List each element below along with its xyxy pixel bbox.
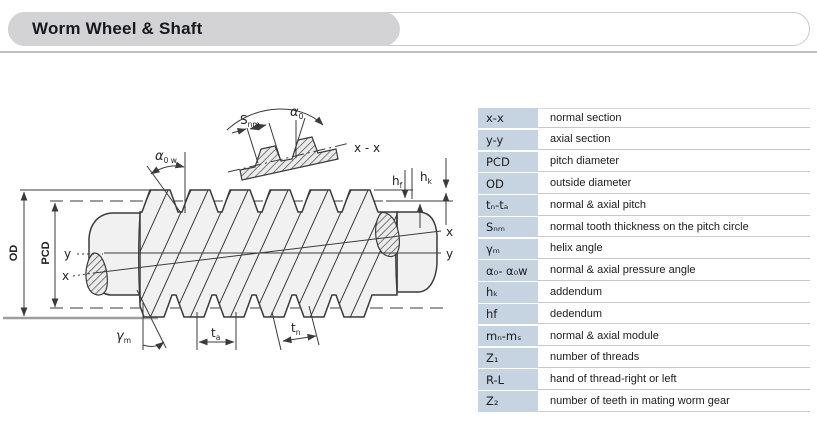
description-cell: addendum <box>538 282 810 303</box>
label-x-left: x <box>62 269 69 283</box>
table-row: Sₙₘ normal tooth thickness on the pitch … <box>478 216 810 238</box>
description-cell: helix angle <box>538 238 810 260</box>
table-row: tₙ-tₐ normal & axial pitch <box>478 195 810 216</box>
label-x-right: x <box>446 225 453 239</box>
worm-shaft-diagram: y x x y OD PCD α0 w x - x Snm <box>3 105 453 351</box>
shaft-right <box>396 211 438 293</box>
description-cell: outside diameter <box>538 173 810 194</box>
label-y-left: y <box>64 247 71 261</box>
description-cell: axial section <box>538 129 810 151</box>
symbol-cell: α₀- α₀w <box>478 260 538 281</box>
label-od: OD <box>8 245 20 262</box>
table-row: mₙ-mₛ normal & axial module <box>478 325 810 347</box>
symbol-cell: hₖ <box>478 282 538 303</box>
x-left-leader <box>72 272 95 277</box>
alpha0w-detail: α0 w <box>146 149 186 214</box>
table-row: α₀- α₀w normal & axial pressure angle <box>478 260 810 281</box>
table-row: x-x normal section <box>478 108 810 129</box>
table-row: γₘ helix angle <box>478 238 810 260</box>
description-cell: pitch diameter <box>538 151 810 172</box>
label-alpha0: α0 <box>290 105 304 121</box>
table-row: R-L hand of thread-right or left <box>478 369 810 390</box>
description-cell: normal & axial pressure angle <box>538 260 810 281</box>
description-cell: normal & axial pitch <box>538 195 810 216</box>
label-snm: Snm <box>240 113 260 129</box>
table-row: Z₂ number of teeth in mating worm gear <box>478 391 810 412</box>
symbol-cell: γₘ <box>478 238 538 260</box>
helix-angle-detail: γm <box>116 289 167 350</box>
header-divider <box>0 51 817 53</box>
symbol-cell: hf <box>478 304 538 325</box>
table-row: Z₁ number of threads <box>478 347 810 368</box>
symbol-cell: mₙ-mₛ <box>478 325 538 347</box>
table-row: PCD pitch diameter <box>478 151 810 172</box>
description-cell: number of teeth in mating worm gear <box>538 391 810 412</box>
label-xx-section: x - x <box>354 141 380 155</box>
label-y-right: y <box>446 247 453 261</box>
label-gamma-m: γm <box>116 329 131 345</box>
xx-section-line <box>93 230 442 274</box>
symbol-cell: x-x <box>478 108 538 129</box>
label-hk: hk <box>420 170 433 186</box>
table-row: OD outside diameter <box>478 173 810 194</box>
symbol-cell: Z₁ <box>478 347 538 368</box>
symbol-cell: tₙ-tₐ <box>478 195 538 216</box>
description-cell: normal & axial module <box>538 325 810 347</box>
symbol-cell: PCD <box>478 151 538 172</box>
label-alpha0w: α0 w <box>155 149 177 165</box>
label-ta: ta <box>211 326 220 342</box>
label-pcd: PCD <box>40 241 52 264</box>
normal-pitch-detail: tn <box>271 305 320 351</box>
label-hf: hf <box>392 174 403 190</box>
symbol-cell: Z₂ <box>478 391 538 412</box>
description-cell: normal tooth thickness on the pitch circ… <box>538 216 810 238</box>
table-row: hₖ addendum <box>478 282 810 303</box>
symbol-cell: y-y <box>478 129 538 151</box>
symbol-cell: R-L <box>478 369 538 390</box>
table-row: hf dedendum <box>478 304 810 325</box>
description-cell: hand of thread-right or left <box>538 369 810 390</box>
symbol-legend-table: x-x normal section y-y axial section PCD… <box>478 108 810 413</box>
page-title: Worm Wheel & Shaft <box>32 19 203 38</box>
label-tn: tn <box>291 321 301 337</box>
addendum-dedendum-detail: hf hk <box>374 158 453 228</box>
description-cell: number of threads <box>538 347 810 368</box>
description-cell: dedendum <box>538 304 810 325</box>
axial-pitch-detail: ta <box>196 312 237 350</box>
symbol-cell: Sₙₘ <box>478 216 538 238</box>
symbol-cell: OD <box>478 173 538 194</box>
tooth-profile-detail: x - x Snm α0 <box>226 105 380 181</box>
description-cell: normal section <box>538 108 810 129</box>
table-row: y-y axial section <box>478 129 810 151</box>
header-accent <box>8 12 400 46</box>
